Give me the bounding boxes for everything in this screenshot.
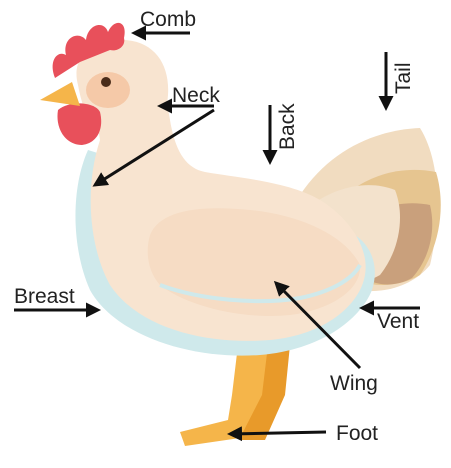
label-breast: Breast (14, 285, 75, 308)
cheek-patch (86, 72, 130, 108)
label-neck: Neck (172, 84, 220, 107)
chicken-illustration (40, 23, 441, 446)
label-vent: Vent (377, 310, 419, 333)
label-back: Back (276, 103, 299, 150)
wattle (57, 103, 101, 145)
beak (40, 82, 80, 106)
label-wing: Wing (330, 372, 378, 395)
label-comb: Comb (140, 8, 196, 31)
label-tail: Tail (392, 62, 415, 94)
foot-arrow (230, 432, 326, 434)
eye (101, 77, 111, 87)
label-foot: Foot (336, 422, 378, 445)
